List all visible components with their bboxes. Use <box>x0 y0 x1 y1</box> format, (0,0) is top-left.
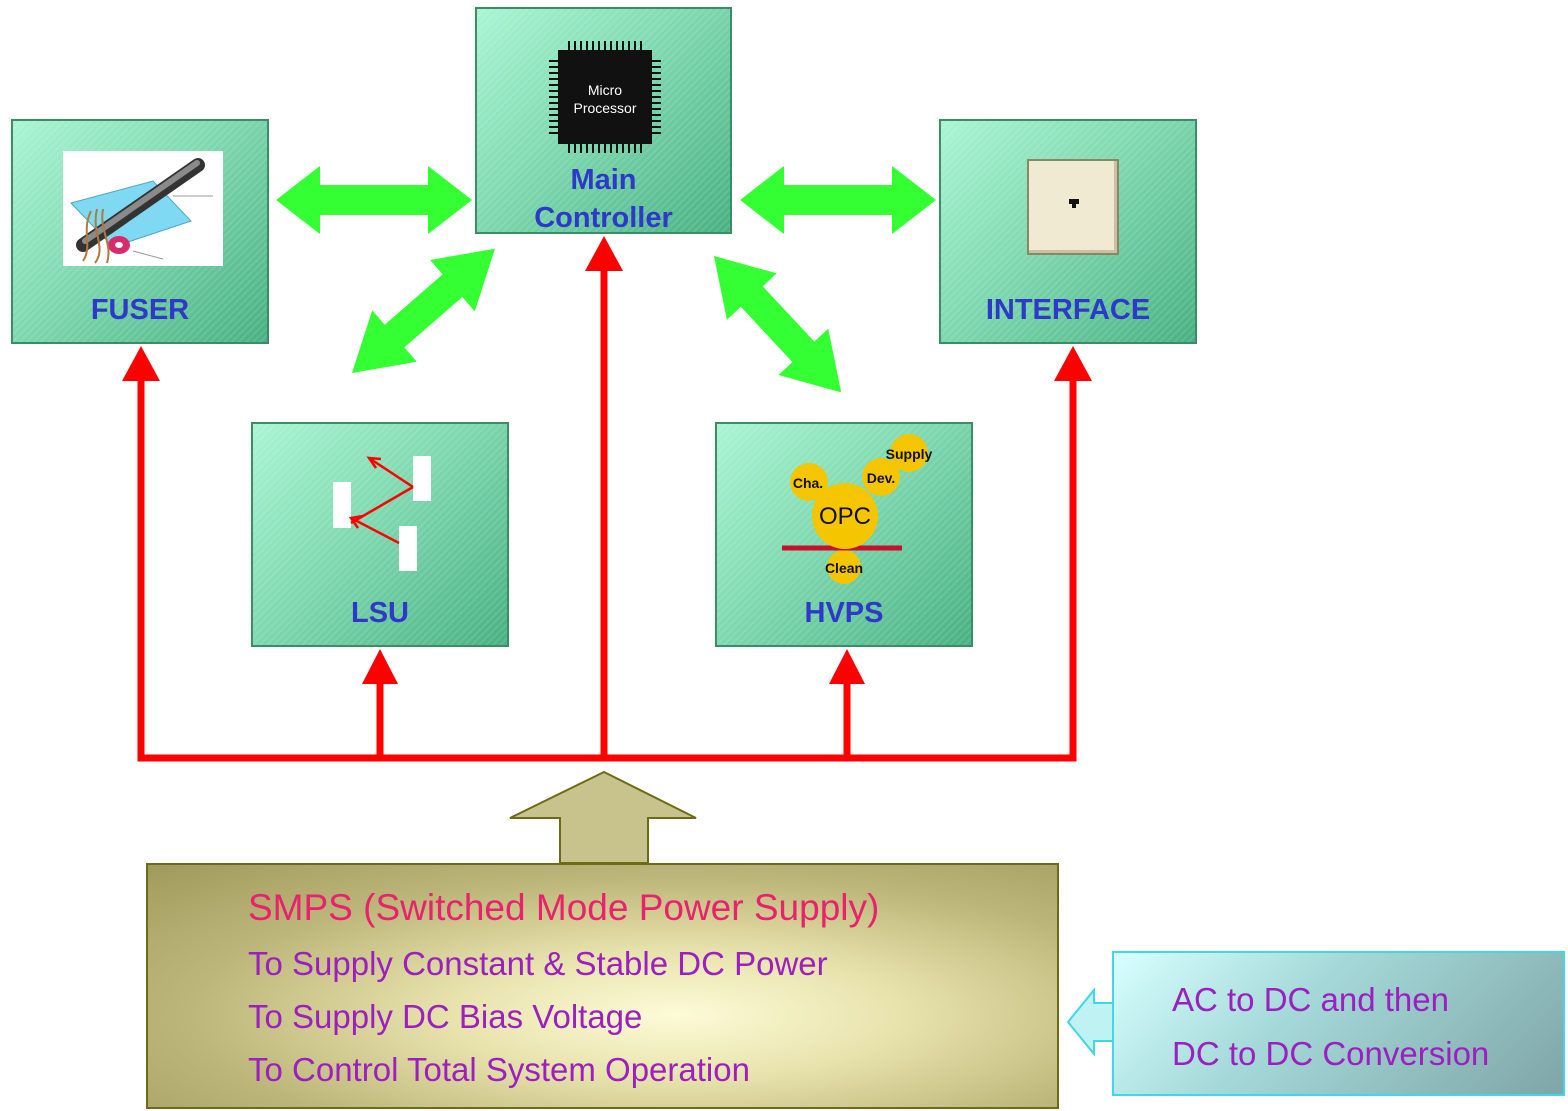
hvps-box: Supply Dev. Cha. OPC Clean HVPS <box>715 422 973 647</box>
arrowhead-lsu <box>362 649 398 684</box>
ac-dc-line-2: DC to DC Conversion <box>1172 1035 1490 1072</box>
arrow-main-interface <box>740 166 936 234</box>
smps-up-arrow <box>509 770 697 864</box>
lsu-mirror-left <box>333 482 351 528</box>
interface-box: INTERFACE <box>939 119 1197 344</box>
ac-dc-line-1: AC to DC and then <box>1172 981 1449 1018</box>
opc-drum-icon <box>812 483 878 549</box>
fuser-illustration <box>63 151 223 266</box>
hvps-clean-label: Clean <box>825 560 863 576</box>
lsu-label: LSU <box>351 597 409 629</box>
smps-line-3: To Control Total System Operation <box>248 1051 750 1088</box>
hvps-opc-label: OPC <box>819 503 871 530</box>
arrowhead-hvps <box>829 649 865 684</box>
fuser-label: FUSER <box>90 294 190 326</box>
arrowhead-interface <box>1054 346 1092 381</box>
chip-label-processor: Processor <box>573 100 636 116</box>
arrow-main-hvps <box>714 256 842 393</box>
power-arrowheads <box>122 236 1092 684</box>
cha-roller-icon <box>790 463 828 501</box>
arrow-fuser-main <box>276 166 472 234</box>
lsu-mirror-bottom <box>399 526 417 571</box>
lsu-box: LSU <box>251 422 509 647</box>
smps-box: SMPS (Switched Mode Power Supply) To Sup… <box>146 863 1059 1109</box>
main-controller-box: Micro Processor Main Controller <box>475 7 732 234</box>
smps-title: SMPS (Switched Mode Power Supply) <box>248 887 880 928</box>
data-arrows <box>276 166 936 393</box>
main-controller-title-1: Main <box>570 164 637 196</box>
microprocessor-chip-icon: Micro Processor <box>549 41 661 153</box>
lsu-mirror-top <box>413 456 431 501</box>
clean-roller-icon <box>827 550 861 584</box>
smps-line-2: To Supply DC Bias Voltage <box>248 998 643 1035</box>
fuser-box: FUSER <box>11 119 269 344</box>
hvps-cha-label: Cha. <box>793 475 823 491</box>
arrowhead-main <box>585 236 623 271</box>
ac-left-arrow <box>1066 987 1115 1057</box>
hvps-label: HVPS <box>804 597 884 629</box>
interface-label: INTERFACE <box>985 294 1151 326</box>
ac-dc-box: AC to DC and then DC to DC Conversion <box>1112 951 1565 1096</box>
hvps-dev-label: Dev. <box>867 470 896 486</box>
wall-jack-icon <box>1027 159 1119 255</box>
dev-roller-icon <box>862 458 900 496</box>
hvps-supply-label: Supply <box>886 446 933 462</box>
hvps-opc-diagram: Supply Dev. Cha. OPC Clean <box>782 434 933 584</box>
power-distribution-arrows <box>137 268 1077 762</box>
arrowhead-fuser <box>122 346 160 381</box>
supply-roller-icon <box>890 434 928 472</box>
arrow-lsu-main <box>352 248 495 373</box>
chip-label-micro: Micro <box>588 82 622 98</box>
laser-scan-icon <box>333 456 431 571</box>
main-controller-title-2: Controller <box>534 202 673 234</box>
smps-line-1: To Supply Constant & Stable DC Power <box>248 945 828 982</box>
